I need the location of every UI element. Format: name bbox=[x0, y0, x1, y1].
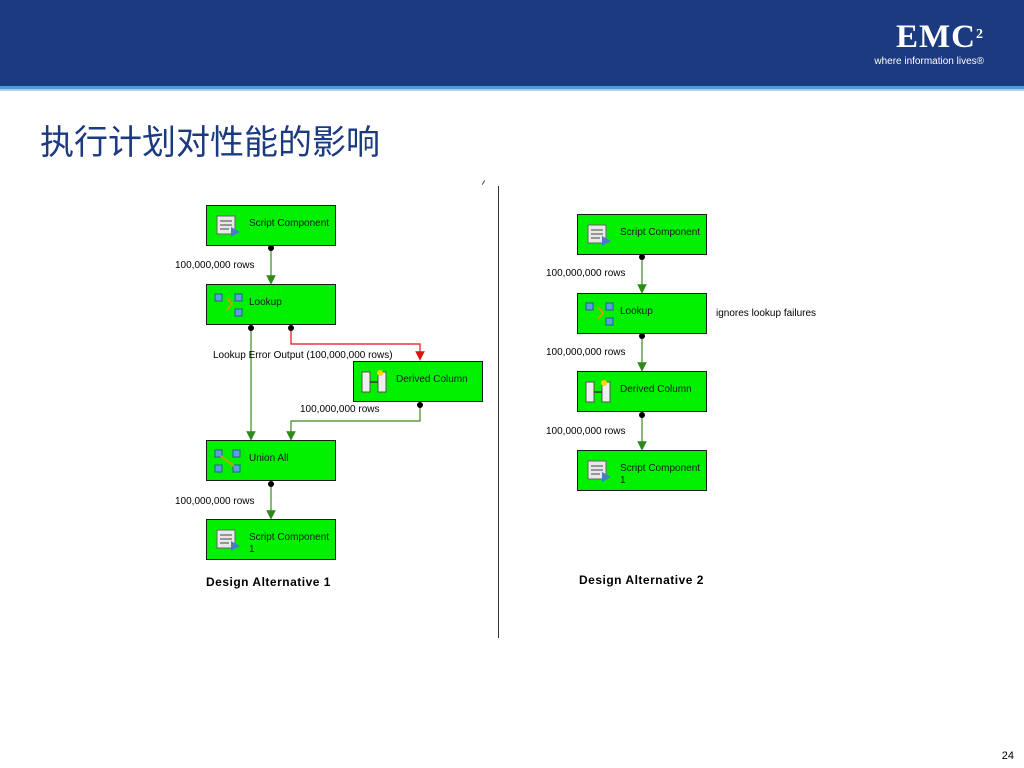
alt1-edge-label-3: 100,000,000 rows bbox=[175, 496, 255, 507]
node-label: Lookup bbox=[249, 297, 282, 308]
edge-derived-union bbox=[286, 406, 421, 441]
alt2-annotation: ignores lookup failures bbox=[716, 308, 817, 319]
alt2-edges bbox=[637, 254, 647, 451]
node-label: Derived Column bbox=[620, 384, 692, 395]
page-number: 24 bbox=[1001, 750, 1014, 762]
node-label: Script Component bbox=[620, 227, 701, 238]
script-icon bbox=[216, 215, 240, 237]
node-label: Union All bbox=[249, 453, 289, 464]
logo-text: EMC bbox=[896, 19, 976, 55]
union-all-icon bbox=[214, 449, 241, 473]
script-icon bbox=[587, 224, 611, 246]
header-bar: EMC2 where information lives® bbox=[0, 0, 1024, 86]
node-label: Script Component bbox=[249, 218, 330, 229]
logo-superscript: 2 bbox=[976, 27, 984, 42]
emc-logo[interactable]: EMC2 where information lives® bbox=[874, 20, 984, 68]
logo-tagline: where information lives® bbox=[874, 56, 984, 67]
alt1-error-edge-label: Lookup Error Output (100,000,000 rows) bbox=[213, 350, 393, 361]
lookup-icon bbox=[585, 302, 614, 326]
header-stripe bbox=[0, 86, 1024, 89]
alt2-lookup-node: Lookup bbox=[577, 293, 707, 334]
node-label: Lookup bbox=[620, 306, 653, 317]
derived-column-icon bbox=[585, 380, 611, 403]
alt1-caption: Design Alternative 1 bbox=[206, 575, 331, 589]
header-stripe-light bbox=[0, 89, 1024, 91]
lookup-icon bbox=[214, 293, 243, 317]
script-icon bbox=[216, 529, 240, 551]
alt1-edge-label-2: 100,000,000 rows bbox=[300, 404, 380, 415]
derived-column-icon bbox=[361, 370, 387, 393]
alt1-union-all-node: Union All bbox=[206, 440, 336, 481]
alt2-caption: Design Alternative 2 bbox=[579, 573, 704, 587]
alt2-edge-label-3: 100,000,000 rows bbox=[546, 426, 626, 437]
divider-line bbox=[498, 186, 499, 638]
alt2-script-component-node: Script Component bbox=[577, 214, 707, 255]
script-icon bbox=[587, 460, 611, 482]
alt2-edge-label-1: 100,000,000 rows bbox=[546, 268, 626, 279]
alt1-edges bbox=[246, 245, 425, 520]
edge-lookup-error bbox=[290, 328, 425, 361]
alt2-edge-label-2: 100,000,000 rows bbox=[546, 347, 626, 358]
alt1-derived-column-node: Derived Column bbox=[353, 361, 483, 402]
slide-title: 执行计划对性能的影响 bbox=[40, 123, 380, 163]
alt1-lookup-node: Lookup bbox=[206, 284, 336, 325]
node-label: Derived Column bbox=[396, 374, 468, 385]
alt2-derived-column-node: Derived Column bbox=[577, 371, 707, 412]
alt1-script-component-node: Script Component bbox=[206, 205, 336, 246]
alt1-edge-label-1: 100,000,000 rows bbox=[175, 260, 255, 271]
